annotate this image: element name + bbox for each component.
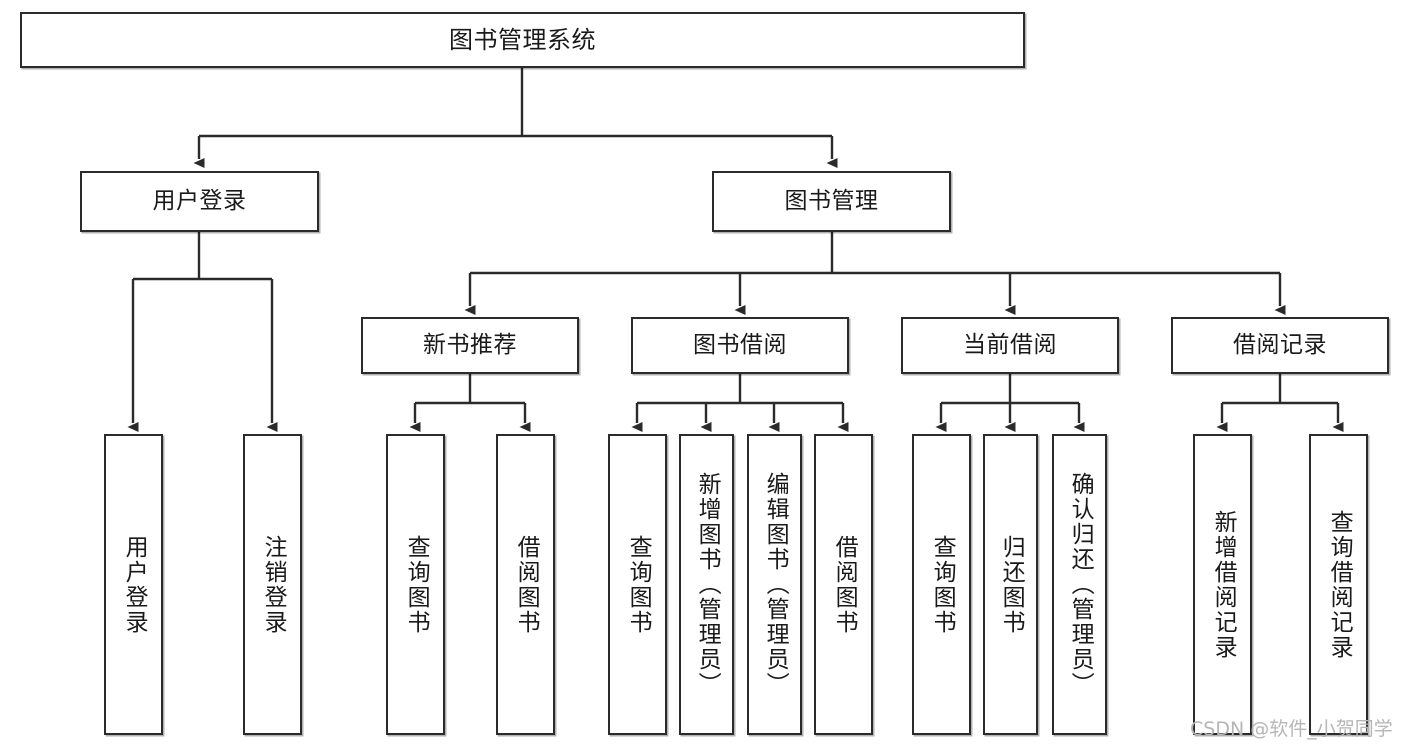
node-leaf-user-login[interactable]: 用户登录 bbox=[104, 434, 163, 735]
node-leaf-add-borrow-record[interactable]: 新增借阅记录 bbox=[1193, 434, 1252, 735]
node-label: 新书推荐 bbox=[423, 331, 517, 358]
node-leaf-query-borrow-record[interactable]: 查询借阅记录 bbox=[1309, 434, 1368, 735]
node-leaf-query-book-borrow[interactable]: 查询图书 bbox=[608, 434, 667, 735]
node-label: 新增借阅记录 bbox=[1210, 509, 1237, 660]
node-label: 当前借阅 bbox=[963, 331, 1057, 358]
node-label: 用户登录 bbox=[121, 534, 148, 635]
node-book-borrow[interactable]: 图书借阅 bbox=[631, 317, 849, 374]
node-label: 查询图书 bbox=[929, 534, 956, 635]
node-label: 图书管理系统 bbox=[449, 25, 596, 54]
node-label: 查询图书 bbox=[625, 534, 652, 635]
node-label: 图书借阅 bbox=[693, 331, 787, 358]
node-label: 借阅图书 bbox=[513, 534, 540, 635]
node-label: 借阅图书 bbox=[831, 534, 858, 635]
node-user-login[interactable]: 用户登录 bbox=[80, 171, 319, 232]
node-leaf-borrow-book-recommend[interactable]: 借阅图书 bbox=[496, 434, 555, 735]
node-leaf-query-book-current[interactable]: 查询图书 bbox=[912, 434, 971, 735]
node-label: 新增图书（管理员） bbox=[694, 472, 721, 697]
node-leaf-logout[interactable]: 注销登录 bbox=[243, 434, 302, 735]
node-label: 注销登录 bbox=[260, 534, 287, 635]
node-book-management[interactable]: 图书管理 bbox=[712, 171, 951, 232]
node-leaf-add-book-admin[interactable]: 新增图书（管理员） bbox=[679, 434, 734, 735]
node-current-borrow[interactable]: 当前借阅 bbox=[901, 317, 1119, 374]
node-label: 用户登录 bbox=[152, 187, 247, 214]
node-label: 查询借阅记录 bbox=[1326, 509, 1353, 660]
node-label: 确认归还（管理员） bbox=[1067, 472, 1094, 697]
node-leaf-confirm-return-admin[interactable]: 确认归还（管理员） bbox=[1052, 434, 1107, 735]
node-label: 编辑图书（管理员） bbox=[762, 472, 789, 697]
node-leaf-edit-book-admin[interactable]: 编辑图书（管理员） bbox=[747, 434, 802, 735]
node-leaf-borrow-book[interactable]: 借阅图书 bbox=[814, 434, 873, 735]
node-new-book-recommend[interactable]: 新书推荐 bbox=[361, 317, 579, 374]
node-label: 借阅记录 bbox=[1233, 331, 1327, 358]
node-leaf-query-book-recommend[interactable]: 查询图书 bbox=[386, 434, 445, 735]
node-label: 查询图书 bbox=[403, 534, 430, 635]
node-leaf-return-book[interactable]: 归还图书 bbox=[983, 434, 1038, 735]
node-label: 图书管理 bbox=[784, 187, 879, 214]
csdn-watermark: CSDN @软件_小贺同学 bbox=[1190, 718, 1393, 740]
node-label: 归还图书 bbox=[998, 534, 1025, 635]
node-root-book-management-system[interactable]: 图书管理系统 bbox=[20, 12, 1025, 68]
node-borrow-record[interactable]: 借阅记录 bbox=[1171, 317, 1389, 374]
